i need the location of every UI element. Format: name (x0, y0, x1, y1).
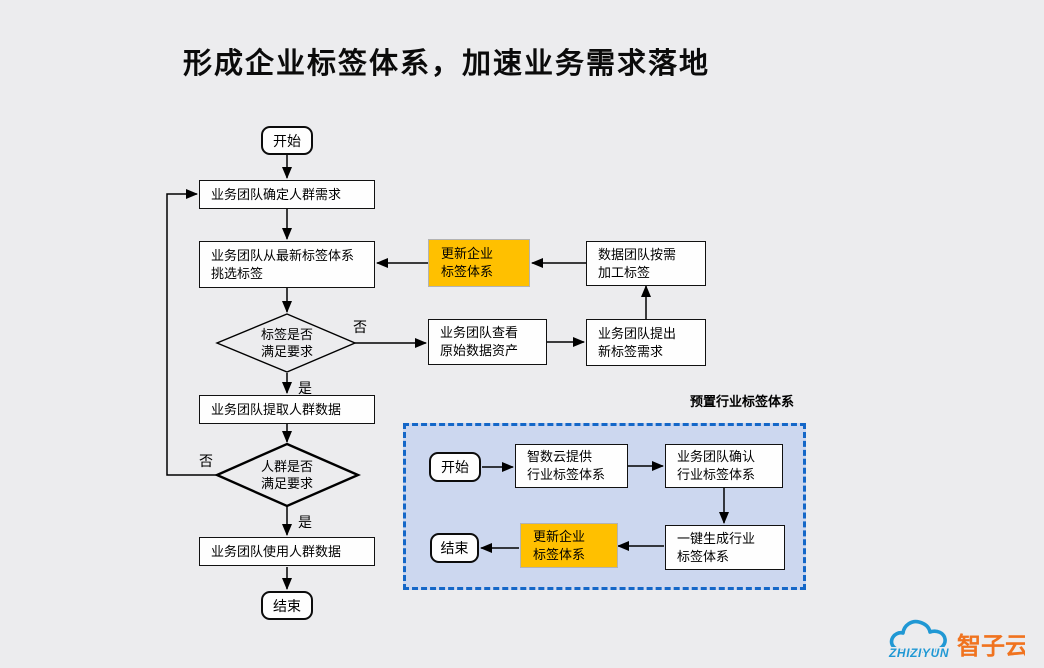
logo-cn-text: 智子云 (957, 632, 1025, 660)
end-terminal-main: 结束 (261, 591, 313, 620)
node-process-tags: 数据团队按需 加工标签 (586, 241, 706, 286)
label-no-tags: 否 (353, 319, 367, 335)
label-no-crowd: 否 (199, 453, 213, 469)
node-determine-demand: 业务团队确定人群需求 (199, 180, 375, 209)
node-update-tag-system: 更新企业 标签体系 (428, 239, 530, 287)
connector-decision-crowd-no-loop (166, 189, 217, 476)
zhiziyun-logo: ZHIZIYUN 智子云 (887, 619, 1025, 662)
label-yes-crowd: 是 (298, 514, 312, 530)
node-view-assets: 业务团队查看 原始数据资产 (428, 319, 547, 365)
node-pick-tags: 业务团队从最新标签体系 挑选标签 (199, 241, 375, 288)
node-use-data: 业务团队使用人群数据 (199, 537, 375, 566)
node-confirm-system: 业务团队确认 行业标签体系 (665, 444, 783, 488)
decision-tags-label: 标签是否 满足要求 (260, 327, 313, 359)
start-terminal-preset: 开始 (429, 452, 481, 482)
start-terminal-main: 开始 (261, 126, 313, 155)
node-generate-system: 一键生成行业 标签体系 (665, 525, 785, 570)
end-terminal-preset: 结束 (430, 533, 479, 563)
node-extract-data: 业务团队提取人群数据 (199, 395, 375, 424)
label-yes-tags: 是 (298, 380, 312, 396)
node-update-tag-system-preset: 更新企业 标签体系 (520, 523, 618, 568)
preset-heading: 预置行业标签体系 (690, 394, 795, 409)
page-title: 形成企业标签体系，加速业务需求落地 (183, 48, 711, 80)
logo-latin-text: ZHIZIYUN (888, 646, 949, 660)
node-provide-system: 智数云提供 行业标签体系 (515, 444, 628, 488)
decision-crowd-label: 人群是否 满足要求 (260, 459, 313, 491)
cloud-icon (889, 619, 947, 653)
node-propose-tags: 业务团队提出 新标签需求 (586, 319, 706, 366)
